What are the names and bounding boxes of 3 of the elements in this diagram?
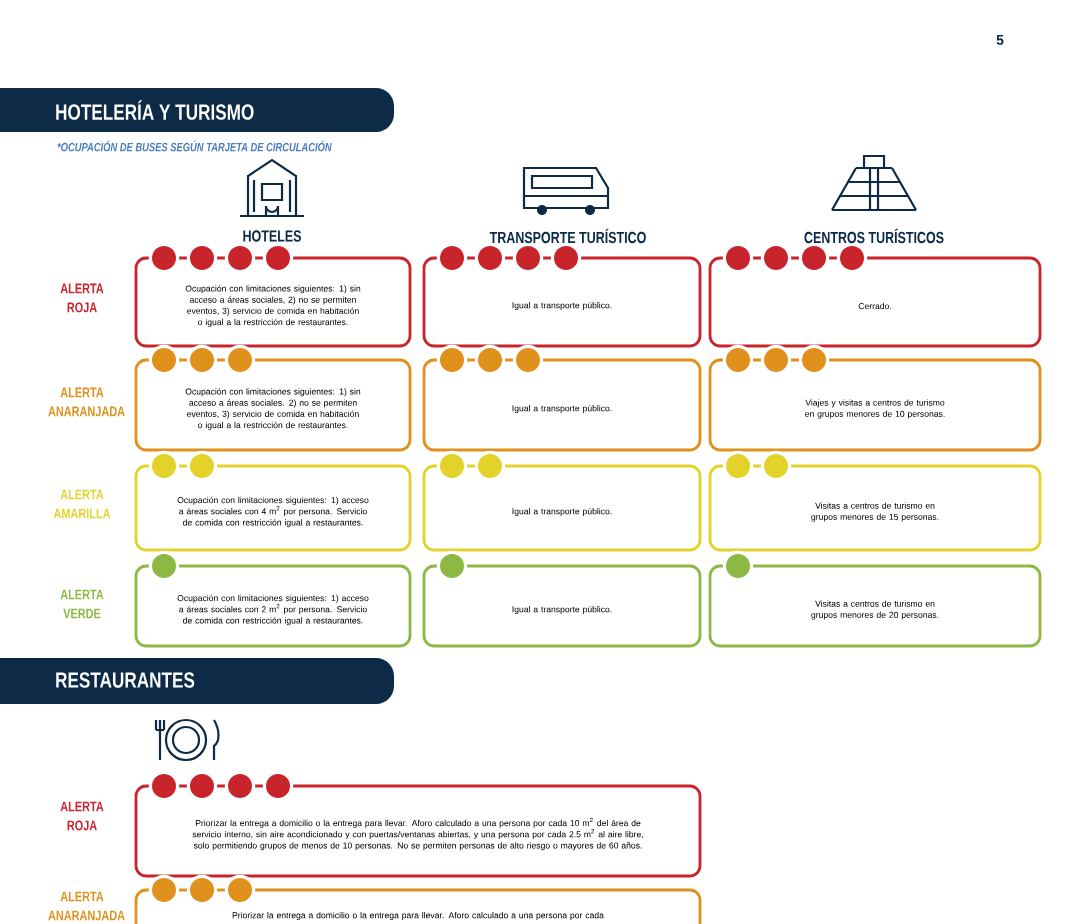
column-heading: HOTELES xyxy=(243,230,301,242)
section-band: RESTAURANTES xyxy=(0,658,394,704)
section-band: HOTELERÍA Y TURISMO xyxy=(0,88,394,132)
